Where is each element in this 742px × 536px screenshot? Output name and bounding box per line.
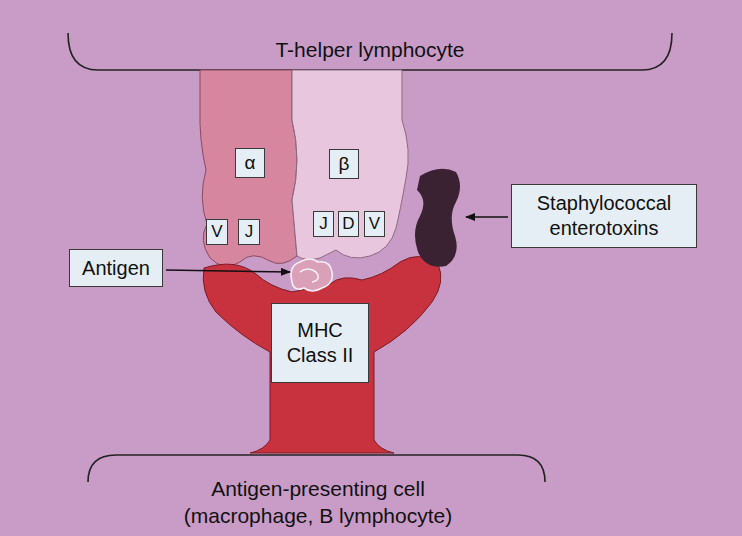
label-text: Staphylococcal enterotoxins	[522, 191, 687, 241]
label-text: MHC Class II	[277, 318, 363, 368]
label-text: J	[319, 213, 328, 234]
chain-label: α	[235, 148, 265, 178]
label-text: V	[369, 213, 380, 234]
enterotoxin-molecule	[415, 169, 460, 267]
cell-bracket	[68, 33, 672, 70]
beta-chain	[292, 70, 408, 260]
label-text: Antigen	[82, 256, 150, 281]
callout-box: MHC Class II	[271, 303, 369, 383]
callout-box: Staphylococcal enterotoxins	[511, 184, 697, 248]
alpha-chain	[200, 70, 297, 266]
segment-label: J	[238, 219, 260, 245]
antigen-peptide	[291, 259, 332, 291]
cell-label: Antigen-presenting cell (macrophage, B l…	[166, 475, 470, 530]
label-text: J	[245, 221, 254, 242]
chain-label: β	[329, 149, 359, 179]
label-text: T-helper lymphocyte	[275, 37, 464, 63]
label-text: α	[245, 151, 256, 175]
cell-label: T-helper lymphocyte	[273, 36, 467, 65]
mhc-class-ii	[203, 256, 441, 453]
label-text: D	[342, 213, 354, 234]
label-text: V	[211, 221, 222, 242]
label-text: β	[339, 152, 350, 176]
segment-label: V	[206, 219, 228, 245]
leader-arrow	[166, 270, 290, 272]
segment-label: V	[364, 211, 385, 237]
leader-arrow	[466, 216, 508, 218]
segment-label: J	[313, 211, 334, 237]
callout-box: Antigen	[69, 249, 163, 287]
segment-label: D	[338, 211, 359, 237]
label-text: Antigen-presenting cell (macrophage, B l…	[168, 476, 468, 529]
